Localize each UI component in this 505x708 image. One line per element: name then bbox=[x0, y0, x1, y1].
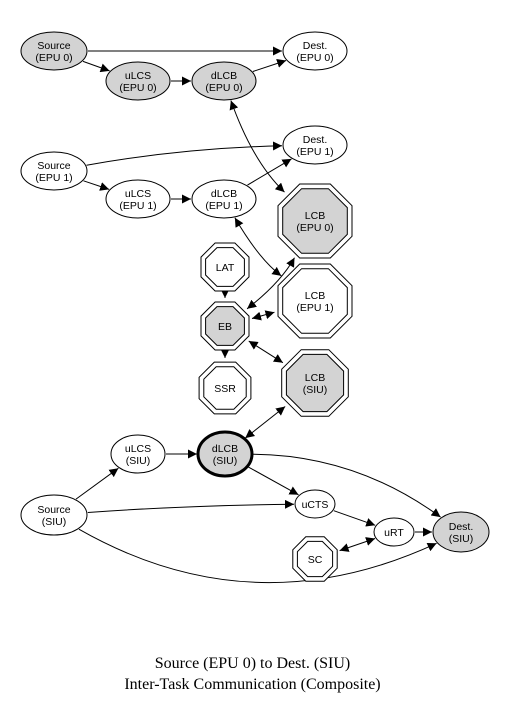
edge-dlcb0-to-dst0 bbox=[252, 59, 287, 72]
node-label: LCB bbox=[305, 372, 325, 384]
edge-eb-to-lcb1 bbox=[251, 310, 275, 321]
node-label: EB bbox=[218, 321, 232, 333]
node-label: dLCB bbox=[212, 443, 238, 455]
node-srcs[interactable]: Source(SIU) bbox=[20, 494, 88, 536]
node-label: (SIU) bbox=[42, 516, 67, 528]
edge-srcs-to-dsts bbox=[78, 528, 437, 584]
edge-srcs-to-ulcss bbox=[75, 467, 119, 500]
node-lcbs[interactable]: LCB(SIU) bbox=[281, 349, 349, 417]
node-dlcb0[interactable]: dLCB(EPU 0) bbox=[191, 61, 257, 101]
node-label: uLCS bbox=[125, 443, 151, 455]
node-label: Dest. bbox=[303, 40, 328, 52]
node-lcb0[interactable]: LCB(EPU 0) bbox=[277, 183, 353, 259]
node-label: SC bbox=[308, 554, 323, 566]
node-label: LCB bbox=[305, 210, 325, 222]
node-label: (EPU 1) bbox=[205, 200, 242, 212]
node-label: (SIU) bbox=[213, 455, 238, 467]
node-urt[interactable]: uRT bbox=[373, 517, 415, 547]
node-dsts[interactable]: Dest.(SIU) bbox=[432, 511, 490, 553]
edge-dlcb0-to-lcb0 bbox=[229, 100, 285, 193]
node-label: uLCS bbox=[125, 188, 151, 200]
node-label: SSR bbox=[214, 383, 236, 395]
node-label: (EPU 1) bbox=[296, 146, 333, 158]
node-label: (EPU 1) bbox=[35, 172, 72, 184]
node-eb[interactable]: EB bbox=[200, 301, 250, 351]
node-label: Source bbox=[37, 40, 70, 52]
edge-ucts-to-urt bbox=[333, 510, 376, 527]
node-label: (EPU 1) bbox=[119, 200, 156, 212]
node-label: Dest. bbox=[303, 134, 328, 146]
caption-title: Source (EPU 0) to Dest. (SIU) bbox=[154, 655, 351, 672]
node-ulcs1[interactable]: uLCS(EPU 1) bbox=[105, 179, 171, 219]
node-dlcbs[interactable]: dLCB(SIU) bbox=[196, 430, 254, 478]
node-ulcss[interactable]: uLCS(SIU) bbox=[110, 434, 166, 474]
edge-sc-to-urt bbox=[339, 537, 376, 552]
node-lcb1[interactable]: LCB(EPU 1) bbox=[277, 263, 353, 339]
node-label: (EPU 0) bbox=[296, 52, 333, 64]
edge-dlcbs-to-lcbs bbox=[244, 406, 286, 439]
node-label: Dest. bbox=[449, 521, 474, 533]
node-label: Source bbox=[37, 160, 70, 172]
edge-src0-to-ulcs0 bbox=[82, 60, 110, 73]
node-label: (EPU 0) bbox=[205, 82, 242, 94]
node-src0[interactable]: Source(EPU 0) bbox=[20, 31, 88, 71]
edge-dlcb1-to-dst1 bbox=[247, 158, 292, 186]
node-label: (EPU 0) bbox=[35, 52, 72, 64]
node-label: dLCB bbox=[211, 188, 237, 200]
node-lat[interactable]: LAT bbox=[200, 242, 250, 292]
node-label: (SIU) bbox=[449, 533, 474, 545]
edge-eb-to-lcbs bbox=[248, 340, 284, 364]
node-label: (SIU) bbox=[126, 455, 151, 467]
node-label: dLCB bbox=[211, 70, 237, 82]
node-label: LAT bbox=[216, 262, 235, 274]
edge-dlcbs-to-dsts bbox=[252, 453, 441, 518]
node-label: (EPU 1) bbox=[296, 302, 333, 314]
node-label: (EPU 0) bbox=[119, 82, 156, 94]
caption-subtitle: Inter-Task Communication (Composite) bbox=[124, 676, 381, 693]
edge-src1-to-ulcs1 bbox=[83, 180, 110, 191]
node-label: uCTS bbox=[302, 499, 329, 511]
edges-layer bbox=[75, 46, 441, 584]
edge-eb-to-lcb0 bbox=[246, 257, 295, 310]
node-dst0[interactable]: Dest.(EPU 0) bbox=[282, 31, 348, 71]
node-label: LCB bbox=[305, 290, 325, 302]
node-label: uRT bbox=[384, 527, 404, 539]
node-ulcs0[interactable]: uLCS(EPU 0) bbox=[105, 61, 171, 101]
node-label: Source bbox=[37, 504, 70, 516]
node-ucts[interactable]: uCTS bbox=[294, 489, 336, 519]
node-label: uLCS bbox=[125, 70, 151, 82]
edge-src1-to-dst1 bbox=[86, 141, 283, 166]
edge-srcs-to-ucts bbox=[87, 499, 295, 513]
node-ssr[interactable]: SSR bbox=[198, 361, 252, 415]
node-dst1[interactable]: Dest.(EPU 1) bbox=[282, 125, 348, 165]
nodes-layer: Source(EPU 0)Dest.(EPU 0)uLCS(EPU 0)dLCB… bbox=[20, 31, 490, 582]
node-dlcb1[interactable]: dLCB(EPU 1) bbox=[191, 179, 257, 219]
node-src1[interactable]: Source(EPU 1) bbox=[20, 151, 88, 191]
node-label: (EPU 0) bbox=[296, 222, 333, 234]
edge-dlcbs-to-ucts bbox=[247, 466, 299, 496]
node-sc[interactable]: SC bbox=[292, 536, 338, 582]
node-label: (SIU) bbox=[303, 384, 328, 396]
